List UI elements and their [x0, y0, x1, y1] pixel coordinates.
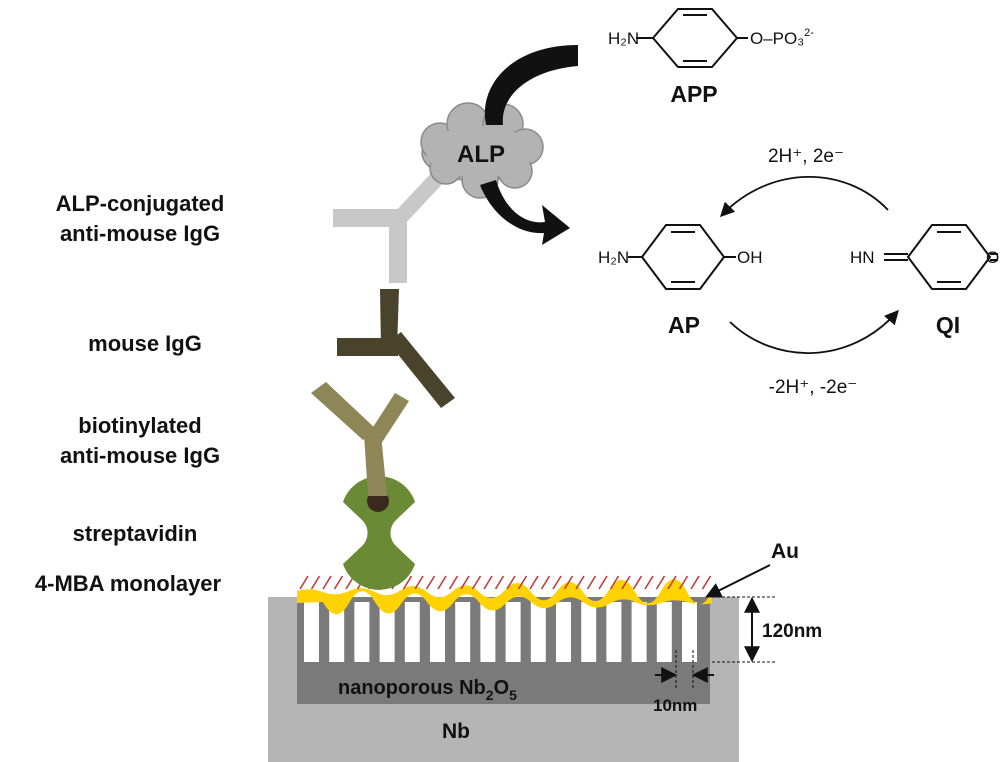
ap-name: AP: [668, 312, 700, 338]
mba-molecule-line: [667, 575, 677, 590]
pore-label: 10nm: [653, 696, 697, 715]
depth-label: 120nm: [762, 621, 822, 642]
mba-molecule-line: [322, 575, 332, 590]
mba-molecule-line: [333, 575, 344, 590]
nb2o5-label: nanoporous Nb2O5: [338, 677, 517, 703]
app-molecule: H₂N O–PO₃2- APP: [608, 8, 814, 107]
pore-dimension: [655, 650, 714, 690]
mba-molecule-line: [483, 575, 493, 590]
label-biotinylated-line1: biotinylated: [78, 413, 201, 438]
nanopore: [404, 602, 420, 662]
mba-molecule-line: [701, 575, 712, 590]
app-right-group: O–PO₃2-: [750, 27, 814, 48]
nanopore: [581, 602, 597, 662]
nanopore: [480, 602, 496, 662]
enzyme-product-arrow: [480, 180, 570, 245]
app-left-group: H₂N: [608, 29, 639, 48]
reduction-arrow: [720, 176, 889, 218]
mba-molecule-line: [402, 575, 413, 590]
nb-label: Nb: [442, 720, 470, 743]
mba-molecule-line: [437, 575, 447, 590]
label-streptavidin: streptavidin: [73, 521, 198, 546]
mba-molecule-line: [690, 575, 700, 590]
mba-molecule-line: [299, 575, 309, 590]
mba-molecule-line: [598, 575, 608, 590]
nanopore: [304, 602, 319, 662]
nanopore: [682, 602, 697, 662]
label-alp-conjugated-line2: anti-mouse IgG: [60, 221, 220, 246]
nanopore: [606, 602, 622, 662]
mba-molecule-line: [425, 575, 436, 590]
mba-molecule-line: [494, 575, 505, 590]
nanopore: [505, 602, 521, 662]
mba-molecule-line: [414, 575, 424, 590]
ap-right-group: OH: [737, 248, 763, 267]
ap-molecule: H₂N OH AP: [598, 224, 763, 338]
qi-right-group: O: [986, 248, 999, 267]
nanopore: [530, 602, 546, 662]
alp-antibody-shape: [333, 170, 446, 283]
qi-molecule: HN O QI: [850, 224, 999, 338]
ap-left-group: H₂N: [598, 248, 629, 267]
oxidation-arrow: [729, 309, 899, 354]
label-mouse-igg: mouse IgG: [88, 331, 202, 356]
streptavidin-shape: [343, 476, 415, 590]
gold-layer: [297, 579, 712, 615]
label-biotinylated-line2: anti-mouse IgG: [60, 443, 220, 468]
nanopore: [455, 602, 471, 662]
mba-molecule-line: [621, 575, 631, 590]
mba-molecule-line: [540, 575, 551, 590]
mba-molecule-line: [644, 575, 654, 590]
alp-enzyme-label: ALP: [457, 141, 505, 168]
nanopore: [656, 602, 672, 662]
mouse-igg-shape: [337, 289, 455, 408]
substrate: nanoporous Nb2O5 Nb Au 120nm 10nm: [268, 540, 822, 762]
mba-molecule-line: [310, 575, 321, 590]
mba-molecule-line: [678, 575, 689, 590]
nanopore: [354, 602, 370, 662]
mba-molecule-line: [529, 575, 539, 590]
biotinylated-antibody-shape: [311, 382, 409, 496]
mba-molecule-line: [655, 575, 666, 590]
enzyme-reaction-arrow: [484, 45, 578, 125]
mba-molecule-line: [632, 575, 643, 590]
nanopore: [329, 602, 345, 662]
mba-molecule-line: [575, 575, 585, 590]
qi-name: QI: [936, 312, 960, 338]
nanopore: [379, 602, 395, 662]
mba-molecule-line: [460, 575, 470, 590]
mba-molecule-line: [506, 575, 516, 590]
oxidation-label: -2H⁺, -2e⁻: [769, 377, 858, 398]
mba-molecule-line: [609, 575, 620, 590]
mba-molecule-line: [552, 575, 562, 590]
qi-left-group: HN: [850, 248, 875, 267]
depth-dimension: [712, 596, 775, 663]
au-pointer-arrow: [705, 564, 771, 598]
nanopores: [304, 602, 697, 662]
label-alp-conjugated-line1: ALP-conjugated: [56, 191, 225, 216]
label-mba-monolayer: 4-MBA monolayer: [35, 571, 222, 596]
reduction-label: 2H⁺, 2e⁻: [768, 146, 844, 167]
mba-molecule-line: [563, 575, 574, 590]
mba-molecule-line: [471, 575, 482, 590]
mba-molecule-line: [448, 575, 459, 590]
mba-molecule-line: [517, 575, 528, 590]
au-label: Au: [771, 540, 799, 563]
nanopore: [631, 602, 647, 662]
nanopore: [430, 602, 445, 662]
mba-molecule-line: [586, 575, 597, 590]
nanopore: [556, 602, 571, 662]
app-name: APP: [670, 81, 717, 107]
